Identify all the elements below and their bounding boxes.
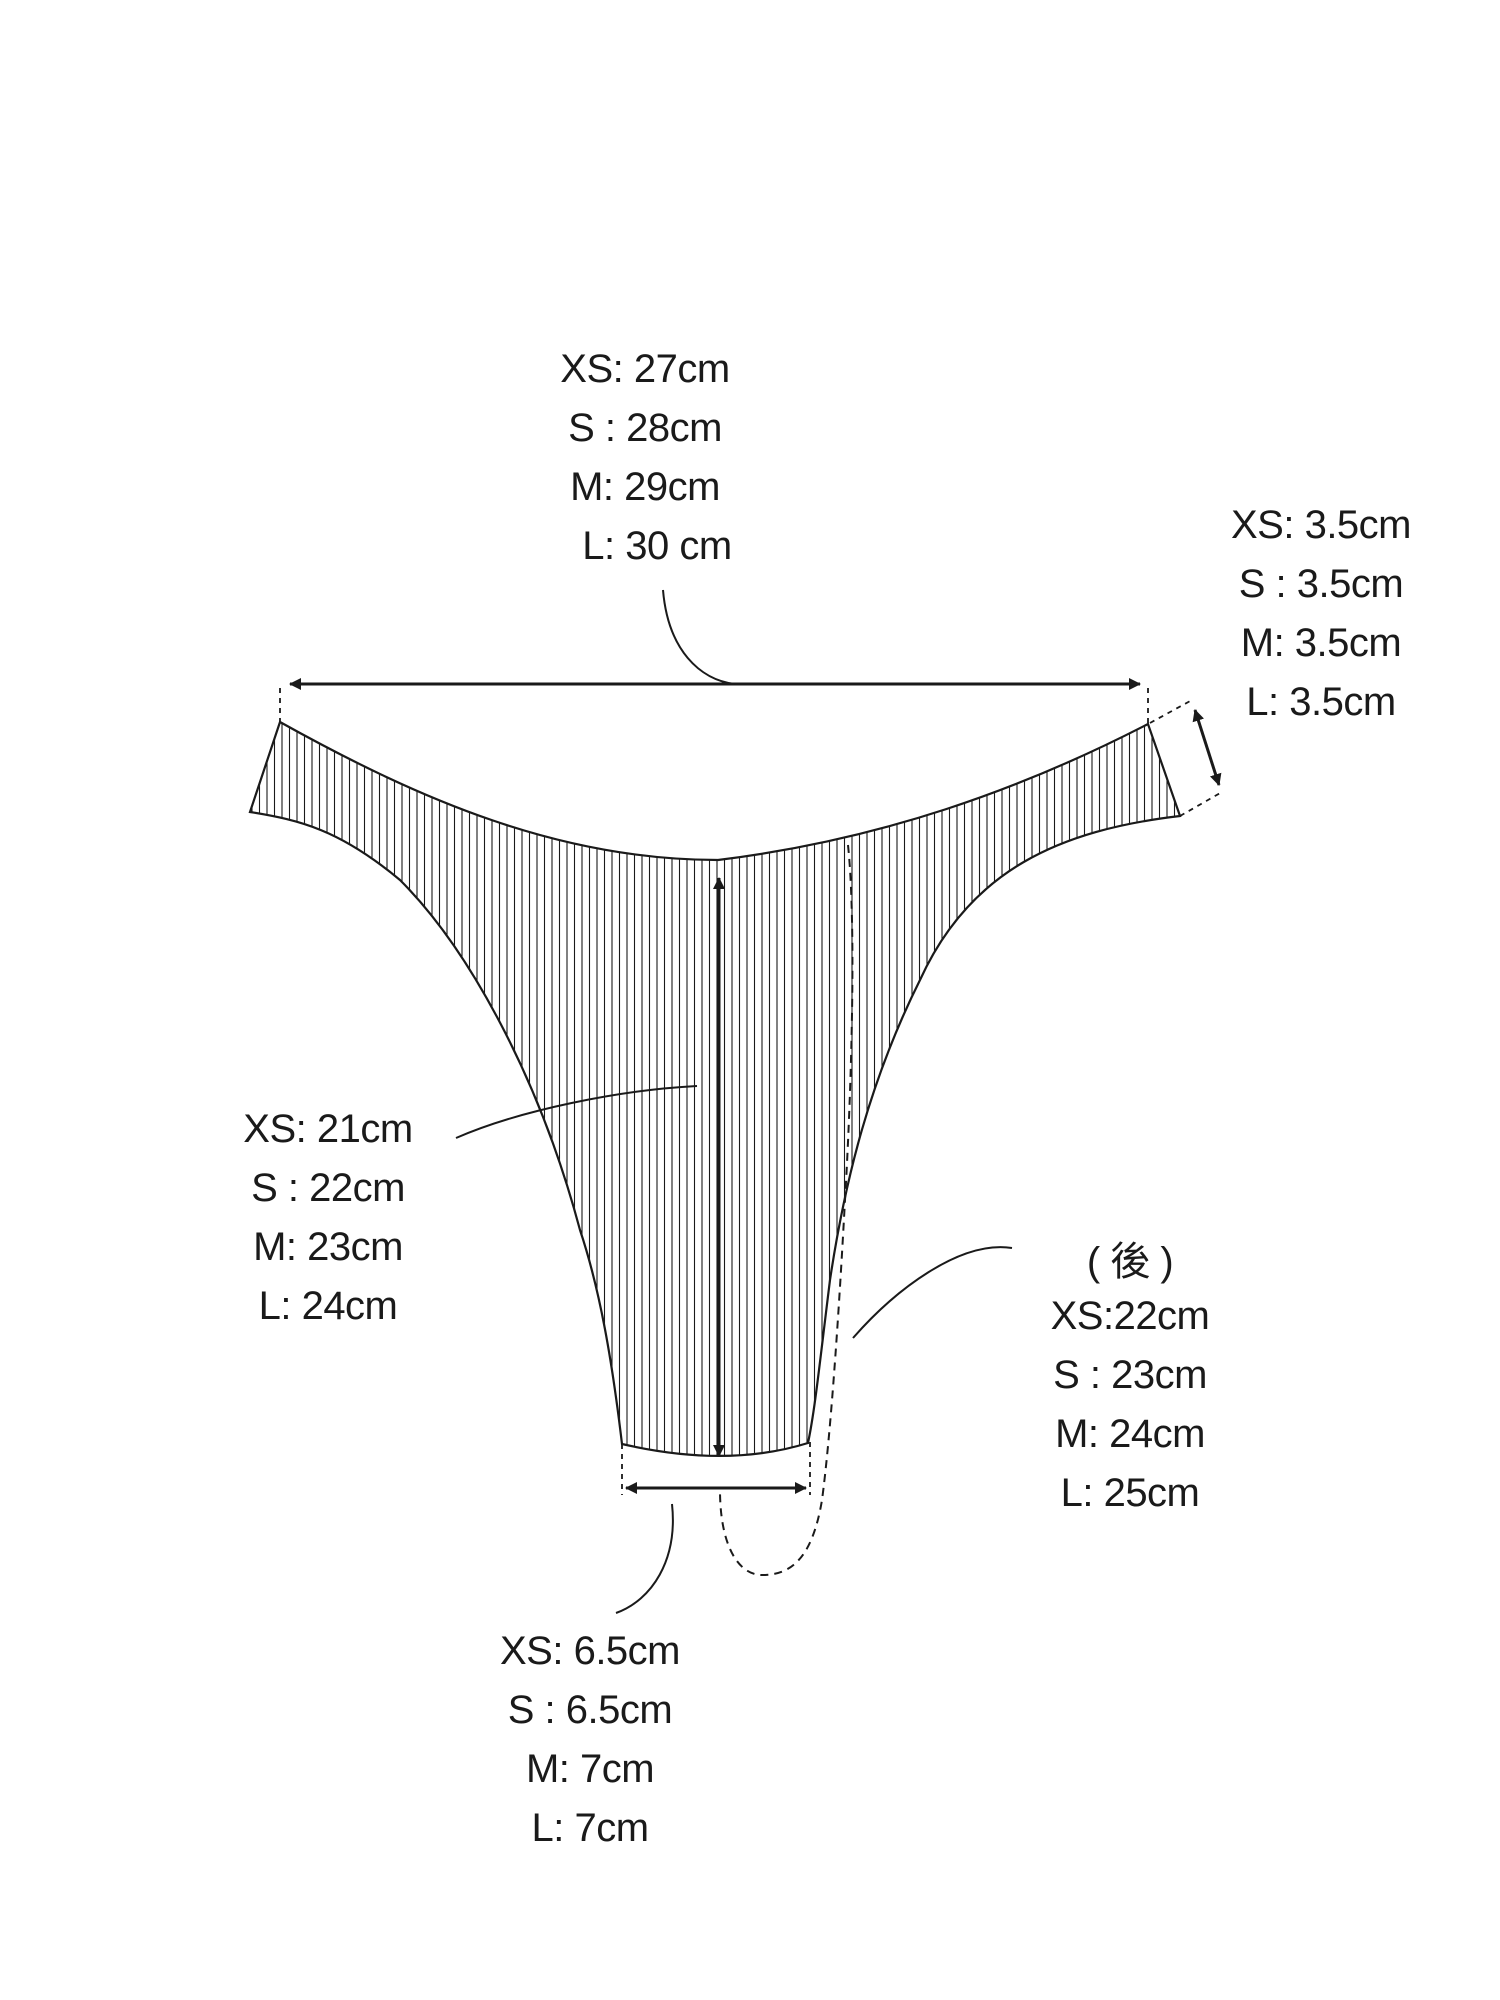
crotch-width-xs: XS: 6.5cm: [499, 1629, 681, 1673]
band-height-m: M: 3.5cm: [1240, 621, 1402, 665]
back-length-note: ( 後 ): [1086, 1240, 1174, 1284]
crotch-width-l: L: 7cm: [531, 1806, 649, 1850]
back-length-leader-line: [852, 1246, 1013, 1339]
front-length-m: M: 23cm: [253, 1225, 403, 1269]
band-height-l: L: 3.5cm: [1246, 680, 1396, 724]
band-height-label: XS: 3.5cm S : 3.5cm M: 3.5cm L: 3.5cm: [1198, 496, 1444, 732]
extension-lines: [279, 688, 1223, 1495]
front-length-xs: XS: 21cm: [243, 1107, 413, 1151]
garment-outline: [248, 720, 1182, 1457]
band-height-s: S : 3.5cm: [1238, 562, 1404, 606]
crotch-width-m: M: 7cm: [525, 1747, 655, 1791]
band-height-arrow: [1192, 709, 1222, 786]
crotch-width-s: S : 6.5cm: [507, 1688, 673, 1732]
back-panel-dashed-outline: [719, 844, 854, 1577]
waist-width-m: M: 29cm: [570, 465, 720, 509]
waist-width-l: L: 30 cm: [582, 524, 732, 568]
leader-lines: [455, 589, 1013, 1614]
band-height-xs: XS: 3.5cm: [1230, 503, 1412, 547]
front-length-leader-line: [455, 1085, 698, 1139]
back-length-label: ( 後 ) XS:22cm S : 23cm M: 24cm L: 25cm: [1020, 1237, 1240, 1523]
front-length-label: XS: 21cm S : 22cm M: 23cm L: 24cm: [228, 1100, 428, 1336]
front-length-s: S : 22cm: [251, 1166, 405, 1210]
dimension-arrows: [289, 678, 1222, 1494]
waist-width-label: XS: 27cm S : 28cm M: 29cm L: 30 cm: [520, 340, 770, 576]
back-length-xs: XS:22cm: [1050, 1294, 1210, 1338]
waist-width-s: S : 28cm: [568, 406, 722, 450]
crotch-width-label: XS: 6.5cm S : 6.5cm M: 7cm L: 7cm: [480, 1622, 700, 1858]
waist-leader-line: [662, 589, 736, 685]
crotch-width-leader-line: [615, 1503, 674, 1614]
back-length-l: L: 25cm: [1060, 1471, 1200, 1515]
front-length-l: L: 24cm: [258, 1284, 398, 1328]
back-length-s: S : 23cm: [1053, 1353, 1207, 1397]
waist-width-xs: XS: 27cm: [560, 347, 730, 391]
back-length-m: M: 24cm: [1055, 1412, 1205, 1456]
